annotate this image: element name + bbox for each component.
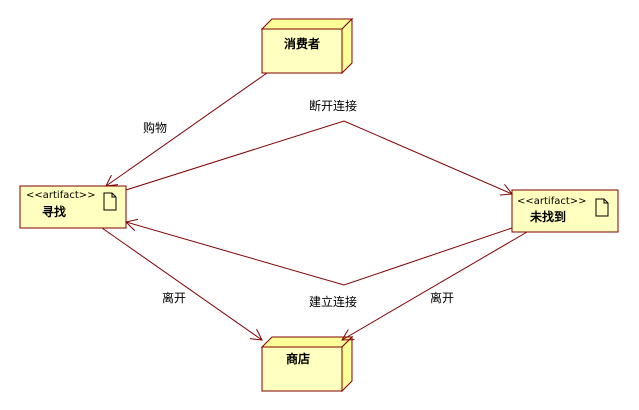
node-consumer[interactable]: [260, 17, 354, 75]
document-icon: [103, 192, 117, 211]
edge-shopping[interactable]: [106, 72, 268, 186]
search-name: 寻找: [42, 205, 67, 219]
notfound-stereotype: <<artifact>>: [517, 196, 587, 207]
search-stereotype: <<artifact>>: [26, 190, 96, 201]
consumer-name: 消费者: [284, 37, 321, 51]
edge-label-connect: 建立连接: [309, 295, 358, 309]
artifact-notfound[interactable]: [511, 189, 619, 233]
edge-connect[interactable]: [126, 222, 513, 286]
edge-label-disconnect: 断开连接: [309, 99, 358, 113]
node-store[interactable]: [260, 335, 354, 393]
edge-disconnect[interactable]: [125, 120, 512, 194]
edge-label-leave-left: 离开: [162, 291, 187, 305]
edge-leave-left[interactable]: [101, 227, 262, 340]
notfound-name: 未找到: [530, 210, 567, 224]
store-name: 商店: [286, 352, 311, 366]
edge-label-shopping: 购物: [143, 121, 168, 135]
edge-label-leave-right: 离开: [430, 291, 455, 305]
artifact-search[interactable]: [19, 185, 127, 229]
document-icon: [595, 198, 609, 217]
edge-leave-right[interactable]: [342, 231, 528, 340]
